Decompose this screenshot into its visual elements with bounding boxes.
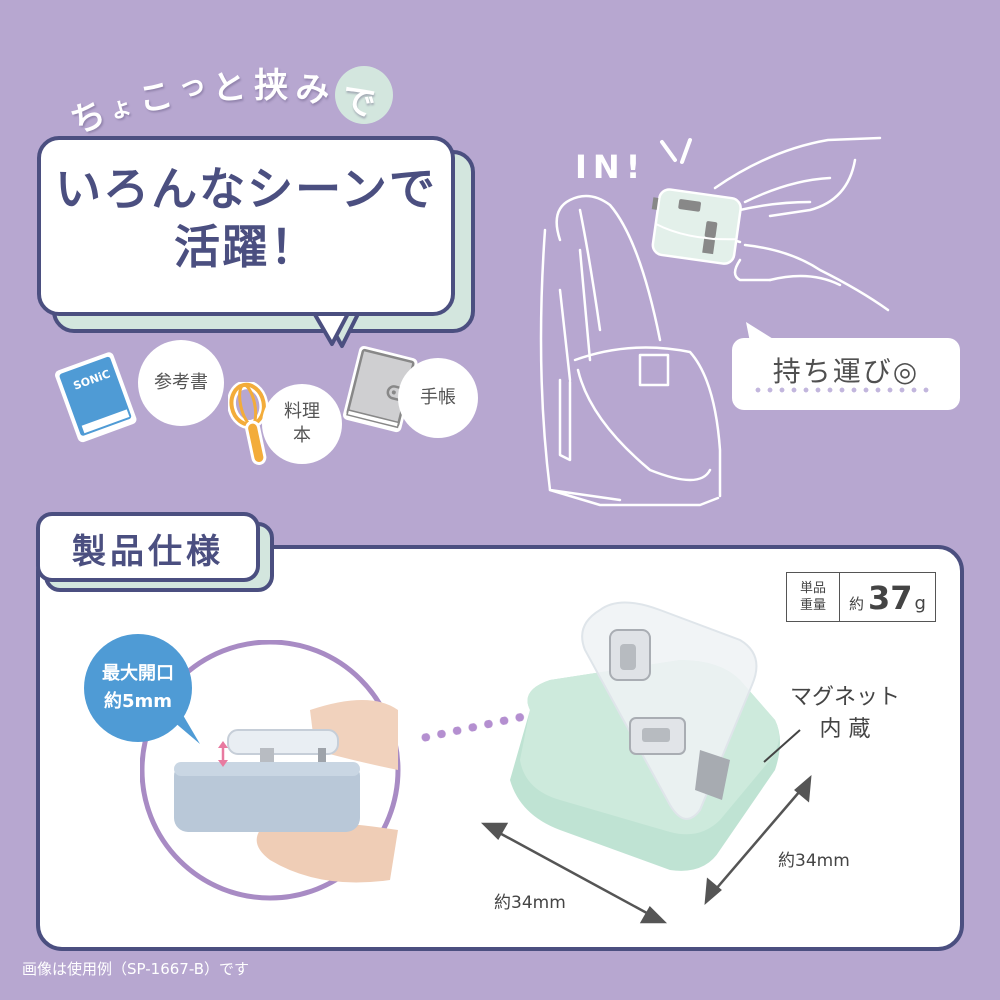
opening-photo — [140, 640, 401, 901]
magnet-label-line2: 内 蔵 — [819, 717, 871, 742]
weight-number: 37 — [868, 579, 913, 617]
spec-title: 製品仕様 — [72, 532, 224, 572]
scene-label: 参考書 — [154, 372, 208, 393]
magnet-label-line1: マグネット — [789, 685, 900, 710]
weight-prefix: 約 — [849, 595, 865, 613]
width-dimension: 約34mm — [494, 893, 566, 913]
magnet-leader-line — [763, 729, 801, 763]
headline-bubble — [37, 136, 455, 316]
opening-label: 最大開口 — [102, 663, 174, 684]
tagline: ち ょ こ っ と 挟 み で — [65, 66, 410, 160]
carry-dotted-underline — [752, 387, 932, 393]
scene-cookbook: 料理 本 — [262, 384, 342, 464]
scene-label: 手帳 — [420, 387, 456, 408]
scene-label: 本 — [293, 425, 311, 446]
headline-line2: 活躍！ — [174, 220, 318, 274]
carry-bubble — [732, 338, 960, 410]
product-photo — [510, 601, 780, 871]
tagline-char: こ — [134, 74, 177, 122]
carry-label: 持ち運び◎ — [772, 355, 920, 388]
scene-label: 料理 — [284, 401, 320, 422]
tagline-char: ょ — [105, 91, 136, 125]
planner-icon — [343, 345, 418, 433]
tagline-char: 挟 — [254, 66, 288, 106]
carry-bubble-tail — [746, 322, 778, 342]
clip-device-drawing — [651, 188, 742, 265]
in-exclaim: IN! — [575, 148, 647, 186]
bag-hand-illustration — [539, 136, 890, 507]
scene-planner: 手帳 — [398, 358, 478, 438]
depth-dimension: 約34mm — [778, 851, 850, 871]
opening-bubble: 最大開口 約5mm — [84, 634, 192, 742]
scene-reference-book: 参考書 — [138, 340, 224, 426]
dimension-arrows — [480, 775, 812, 924]
magnet-label: マグネット 内 蔵 — [770, 682, 920, 746]
whisk-icon — [228, 382, 269, 465]
tagline-char: と — [210, 66, 248, 110]
opening-value: 約5mm — [103, 691, 173, 712]
tagline-highlight-circle — [335, 66, 393, 124]
weight-label: 単品 重量 — [787, 573, 840, 621]
spec-tab — [36, 512, 260, 582]
weight-box: 単品 重量 約 37 g — [786, 572, 936, 622]
weight-unit: g — [914, 593, 926, 614]
footnote: 画像は使用例（SP-1667-B）です — [22, 960, 249, 978]
weight-value: 約 37 g — [840, 573, 935, 621]
weight-label-line2: 重量 — [799, 598, 826, 613]
tagline-char: っ — [176, 67, 209, 104]
weight-label-line1: 単品 — [799, 581, 826, 596]
tagline-char: み — [293, 68, 332, 112]
headline-line1: いろんなシーンで — [55, 162, 437, 216]
headline: いろんなシーンで 活躍！ — [37, 160, 455, 276]
tagline-char: で — [336, 78, 380, 126]
book-icon: SONiC — [55, 352, 137, 443]
